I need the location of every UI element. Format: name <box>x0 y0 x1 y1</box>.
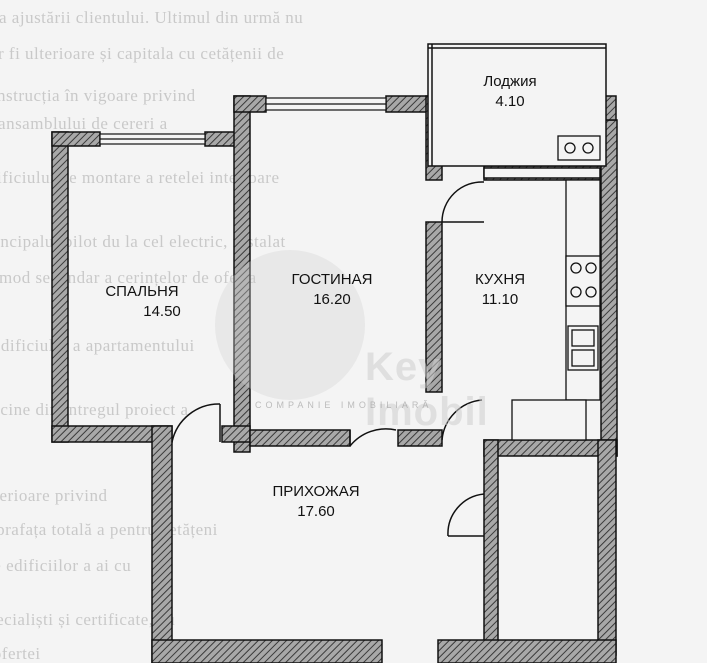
wall-living-bottom <box>249 429 351 447</box>
wall-hall-left <box>151 425 173 663</box>
wall-living-kitchen-lower <box>425 221 443 393</box>
fridge <box>511 399 587 441</box>
room-bedroom: СПАЛЬНЯ 14.50 <box>103 282 181 322</box>
room-living: ГОСТИНАЯ 16.20 <box>292 270 373 310</box>
room-living-name: ГОСТИНАЯ <box>291 271 373 288</box>
room-kitchen-area: 11.10 <box>481 291 519 308</box>
wall-living-top-left <box>233 95 267 113</box>
loggia-kitchen-window <box>483 167 601 179</box>
wall-bottom-right <box>437 639 617 663</box>
room-living-area: 16.20 <box>313 291 351 308</box>
wall-bath-right <box>597 439 617 656</box>
door-kitchen-loggia <box>441 181 485 223</box>
room-loggia-area: 4.10 <box>495 93 525 110</box>
room-bedroom-name: СПАЛЬНЯ <box>105 283 179 300</box>
boiler <box>557 135 601 161</box>
room-kitchen-name: КУХНЯ <box>474 271 526 288</box>
door-bedroom <box>171 403 221 443</box>
kitchen-fixtures <box>511 135 601 441</box>
wall-bedroom-bottom-right <box>221 425 251 443</box>
wall-kitchen-bottom <box>483 439 618 457</box>
room-hall-area: 17.60 <box>297 503 335 520</box>
wall-bedroom-left <box>51 131 69 443</box>
walls <box>51 95 618 663</box>
wall-bedroom-top-left <box>51 131 101 147</box>
stove <box>565 255 601 307</box>
door-kitchen <box>441 399 483 441</box>
wall-living-top-right <box>385 95 433 113</box>
windows <box>99 97 387 145</box>
wall-bedroom-living <box>233 95 251 453</box>
wall-bath-left <box>483 439 499 656</box>
door-bath <box>447 493 485 537</box>
wall-kitchen-right <box>600 119 618 457</box>
doors <box>171 181 485 537</box>
room-hall: ПРИХОЖАЯ 17.60 <box>272 482 359 522</box>
wall-bottom-left <box>151 639 383 663</box>
room-hall-name: ПРИХОЖАЯ <box>272 483 360 500</box>
room-loggia-name: Лоджия <box>483 73 537 90</box>
wall-living-bottom-right <box>397 429 443 447</box>
room-loggia: Лоджия 4.10 <box>483 72 536 112</box>
room-bedroom-area: 14.50 <box>143 303 181 320</box>
room-kitchen: КУХНЯ 11.10 <box>475 270 525 310</box>
door-living <box>349 428 397 447</box>
